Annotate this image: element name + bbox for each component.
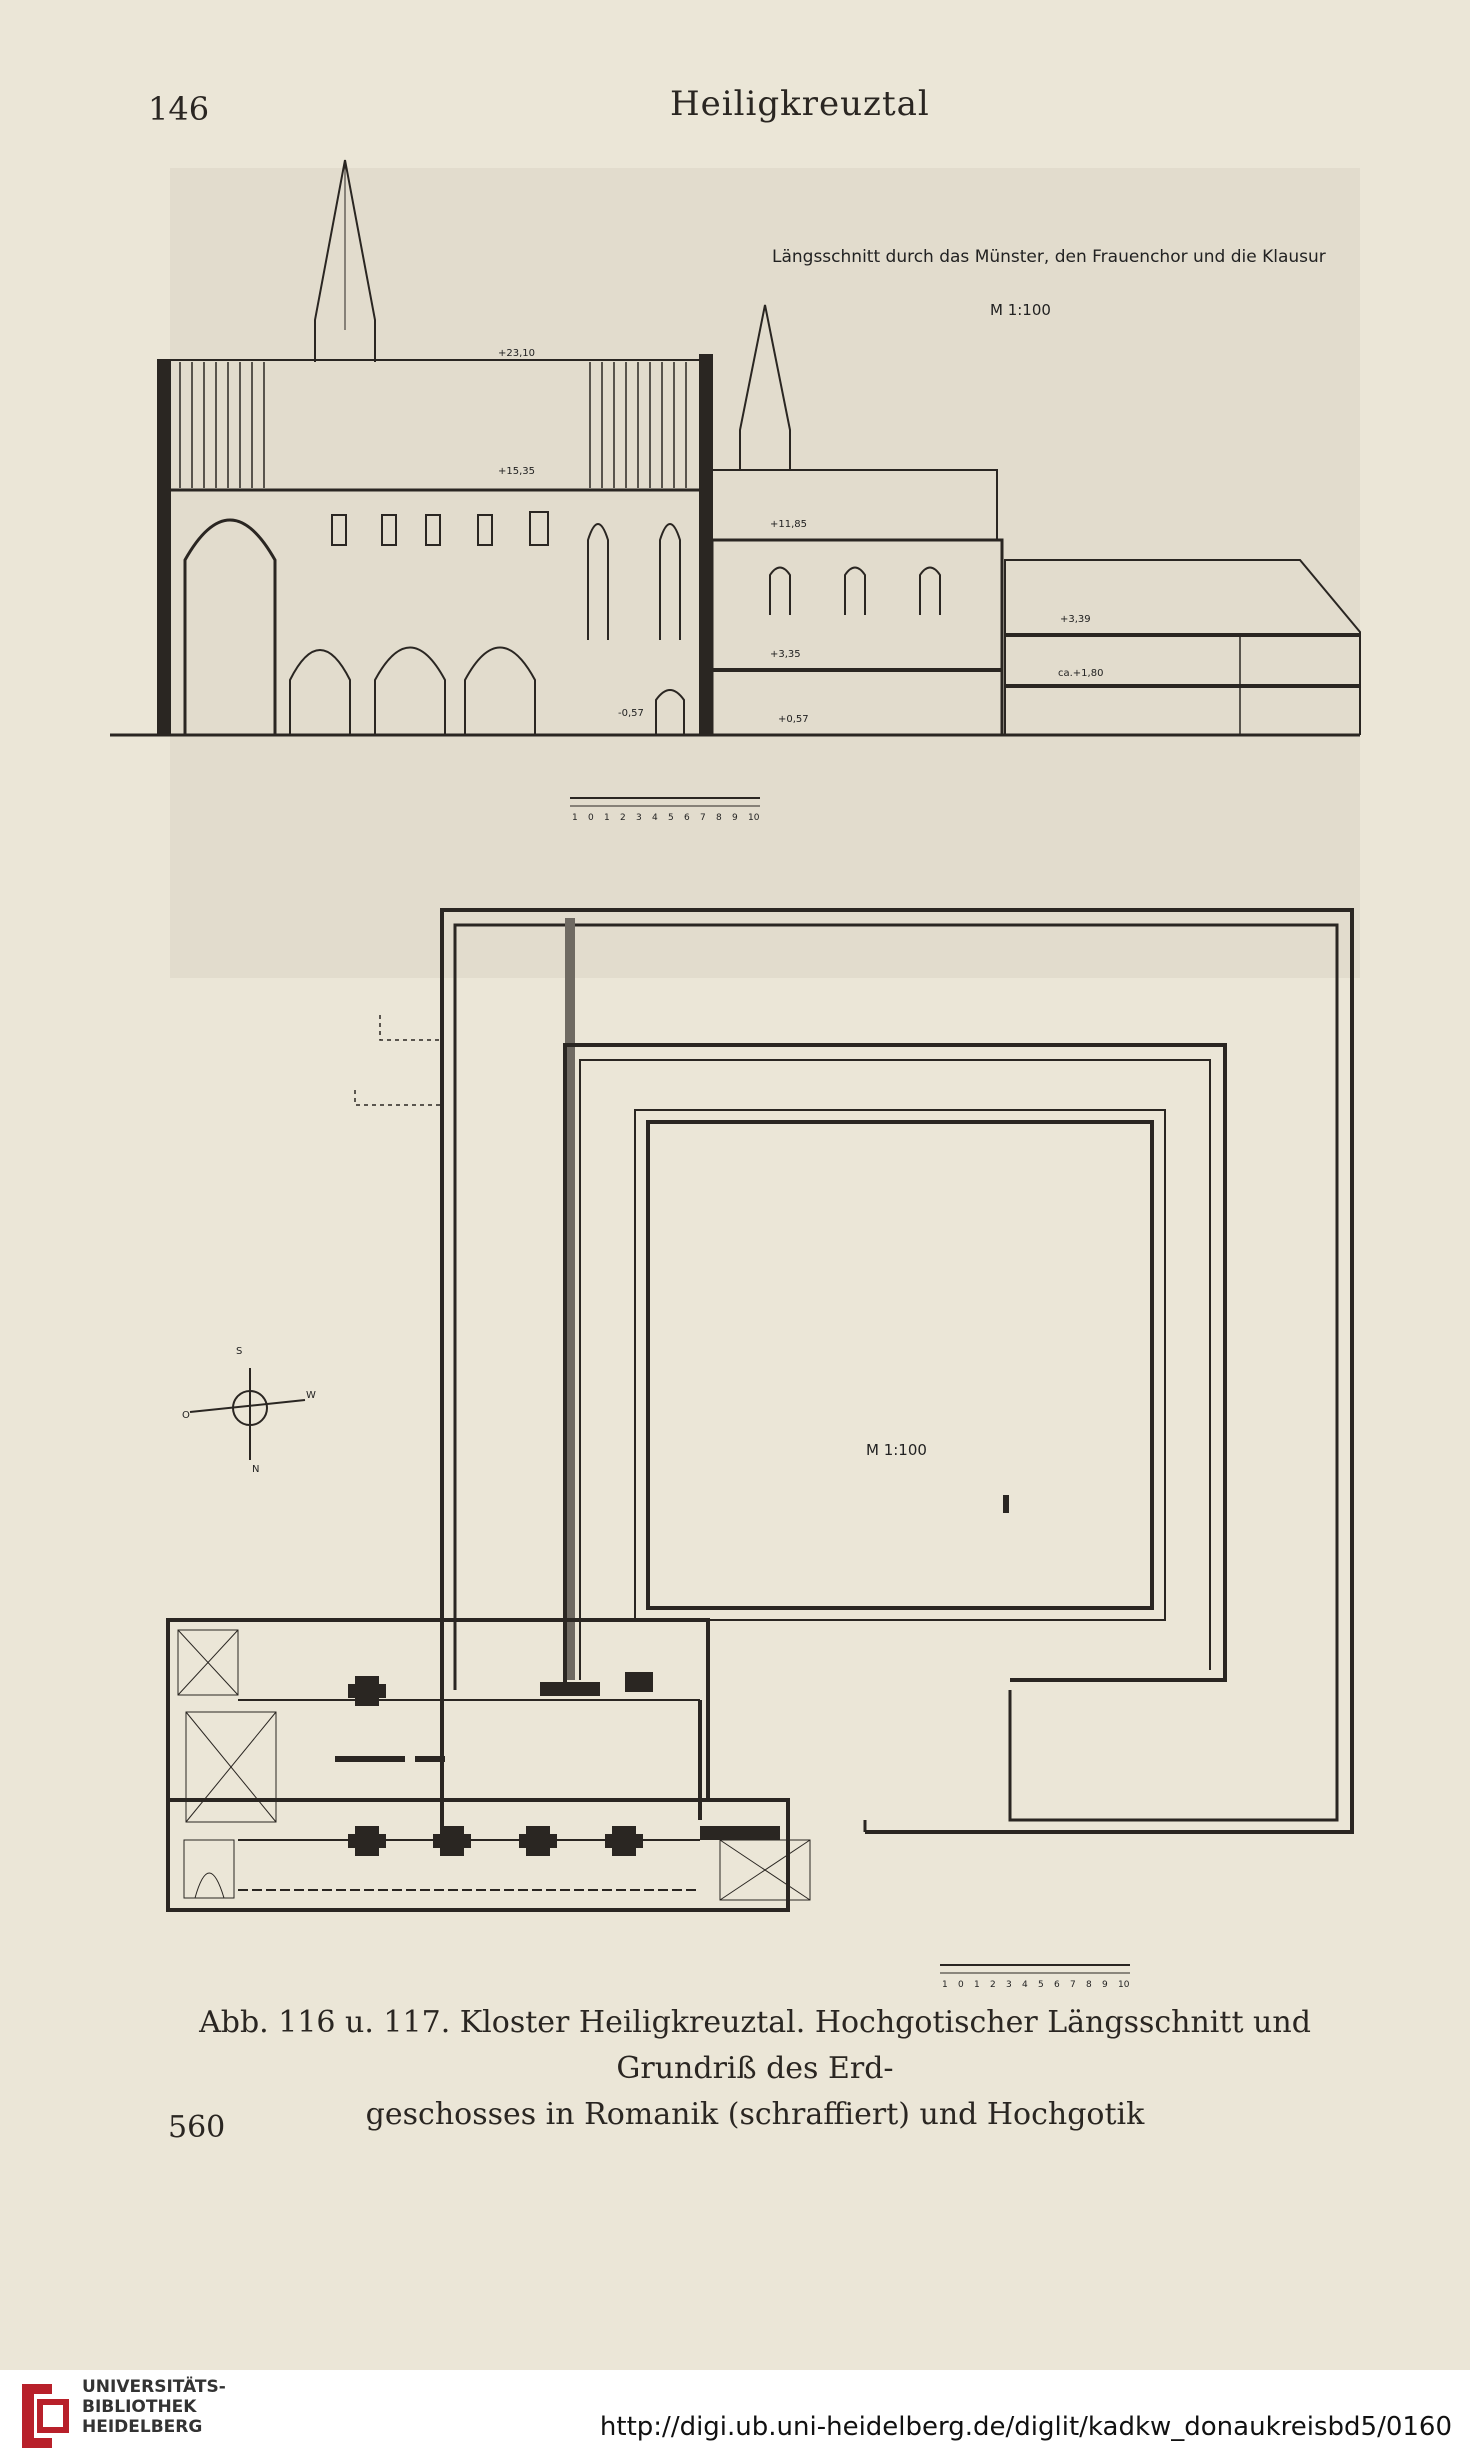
library-logo-icon <box>22 2384 69 2448</box>
scale-tick: 1 <box>942 1980 948 1990</box>
page-number-top: 146 <box>148 90 210 128</box>
scale-tick: 5 <box>668 813 674 823</box>
compass-label: O <box>182 1410 190 1421</box>
scale-tick: 10 <box>748 813 760 823</box>
level-label: +3,35 <box>770 649 801 660</box>
compass-label: S <box>236 1346 242 1357</box>
level-label: +23,10 <box>498 348 535 359</box>
scale-tick: 1 <box>572 813 578 823</box>
scale-tick: 6 <box>684 813 690 823</box>
level-label: +11,85 <box>770 519 807 530</box>
scale-tick: 9 <box>732 813 738 823</box>
scale-tick: 1 <box>974 1980 980 1990</box>
scale-tick: 1 <box>604 813 610 823</box>
scale-tick: 2 <box>620 813 626 823</box>
page-number-bottom: 560 <box>168 2110 226 2145</box>
level-label: -0,57 <box>618 708 644 719</box>
scale-tick: 3 <box>636 813 642 823</box>
library-name-line: HEIDELBERG <box>82 2417 203 2437</box>
scale-tick: 7 <box>700 813 706 823</box>
scale-tick: 0 <box>588 813 594 823</box>
scale-tick: 4 <box>652 813 658 823</box>
compass-label: N <box>252 1464 259 1475</box>
level-label: ca.+1,80 <box>1058 668 1103 679</box>
figure-caption: Abb. 116 u. 117. Kloster Heiligkreuztal.… <box>160 2000 1350 2138</box>
footer-bar <box>0 2370 1470 2463</box>
scale-tick: 9 <box>1102 1980 1108 1990</box>
plan-scale: M 1:100 <box>866 1441 927 1459</box>
scale-tick: 0 <box>958 1980 964 1990</box>
section-drawing <box>110 159 1361 807</box>
library-name-line: BIBLIOTHEK <box>82 2397 197 2417</box>
scale-tick: 3 <box>1006 1980 1012 1990</box>
compass-label: W <box>306 1390 316 1401</box>
source-url-link[interactable]: http://digi.ub.uni-heidelberg.de/diglit/… <box>599 2412 1452 2442</box>
scale-tick: 6 <box>1054 1980 1060 1990</box>
running-title: Heiligkreuztal <box>670 84 930 124</box>
caption-line: geschosses in Romanik (schraffiert) und … <box>365 2097 1145 2132</box>
scale-tick: 2 <box>990 1980 996 1990</box>
section-plate-background <box>170 168 1360 978</box>
caption-line: Abb. 116 u. 117. Kloster Heiligkreuztal.… <box>199 2005 1311 2086</box>
library-name-line: UNIVERSITÄTS- <box>82 2377 226 2397</box>
section-title: Längsschnitt durch das Münster, den Frau… <box>772 247 1326 267</box>
level-label: +0,57 <box>778 714 809 725</box>
scale-tick: 8 <box>1086 1980 1092 1990</box>
level-label: +15,35 <box>498 466 535 477</box>
plan-drawing <box>166 908 1354 1974</box>
architectural-drawings: Längsschnitt durch das Münster, den Frau… <box>110 159 1361 1990</box>
plan-marker <box>1003 1495 1009 1513</box>
section-scale: M 1:100 <box>990 301 1051 319</box>
level-label: +3,39 <box>1060 614 1091 625</box>
scale-tick: 4 <box>1022 1980 1028 1990</box>
library-name: UNIVERSITÄTS- BIBLIOTHEK HEIDELBERG <box>82 2377 226 2437</box>
scale-tick: 5 <box>1038 1980 1044 1990</box>
scale-tick: 8 <box>716 813 722 823</box>
scale-tick: 10 <box>1118 1980 1130 1990</box>
scale-tick: 7 <box>1070 1980 1076 1990</box>
